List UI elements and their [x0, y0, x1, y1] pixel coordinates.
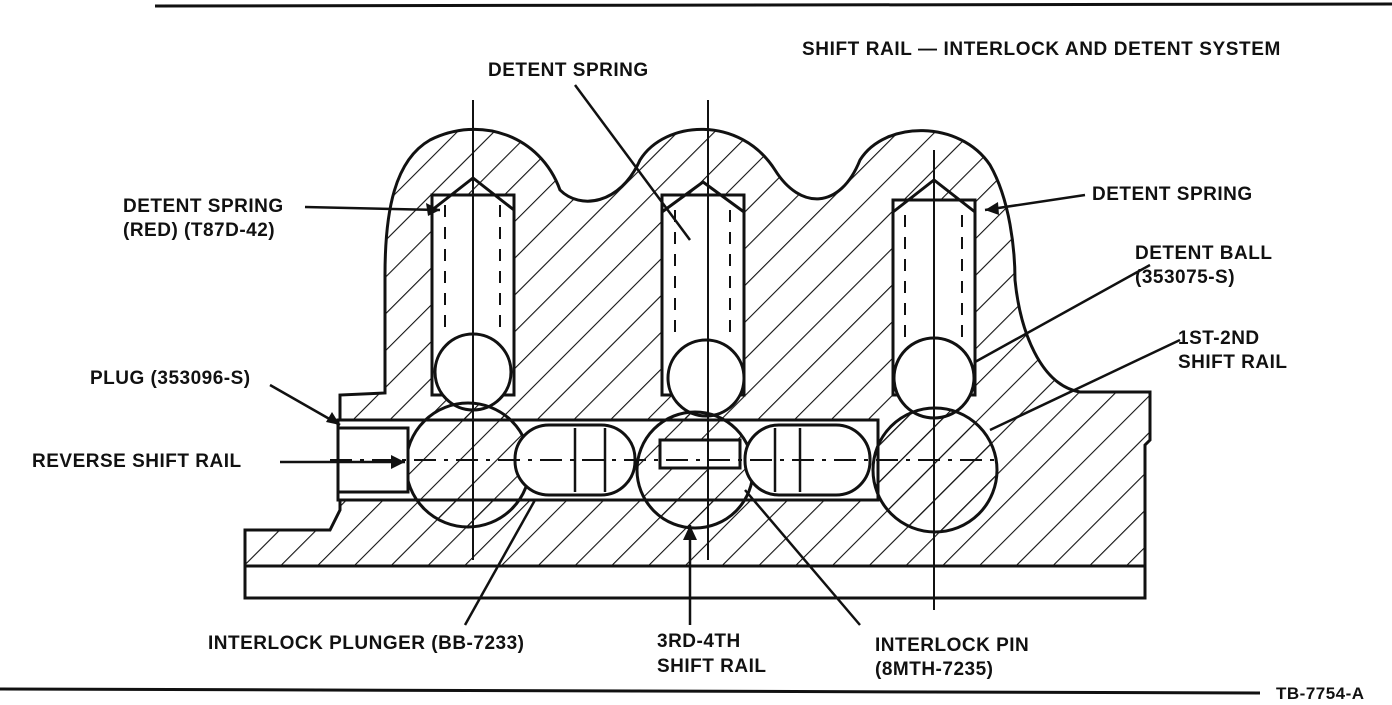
- label-interlock-plunger: INTERLOCK PLUNGER (BB-7233): [208, 633, 525, 654]
- label-3rd-4th-rail-1: 3RD-4TH: [657, 631, 741, 652]
- figure-code: TB-7754-A: [1276, 684, 1365, 703]
- interlock-pin: [658, 438, 742, 470]
- base-plate: [243, 564, 1147, 600]
- bottom-border-line: [0, 687, 1261, 695]
- detent-ball-center: [666, 338, 746, 418]
- label-detent-spring-red-1: DETENT SPRING: [123, 196, 284, 217]
- label-detent-ball-2: (353075-S): [1135, 267, 1236, 288]
- label-detent-spring-red-2: (RED) (T87D-42): [123, 220, 276, 241]
- label-plug: PLUG (353096-S): [90, 368, 251, 389]
- label-reverse-shift-rail: REVERSE SHIFT RAIL: [32, 451, 242, 472]
- label-interlock-pin-2: (8MTH-7235): [875, 659, 994, 680]
- label-3rd-4th-rail-2: SHIFT RAIL: [657, 656, 767, 677]
- third-fourth-rail-section: [635, 410, 755, 530]
- interlock-plunger-left: [513, 423, 637, 497]
- top-border-line: [154, 2, 1392, 8]
- label-detent-spring-right: DETENT SPRING: [1092, 184, 1253, 205]
- arrowheads: [326, 202, 999, 540]
- reverse-shift-rail-section: [404, 401, 532, 529]
- label-interlock-pin-1: INTERLOCK PIN: [875, 635, 1030, 656]
- label-1st-2nd-rail-2: SHIFT RAIL: [1178, 352, 1288, 373]
- centerlines: [330, 100, 1000, 610]
- diagram-title: SHIFT RAIL — INTERLOCK AND DETENT SYSTEM: [802, 39, 1281, 60]
- leader-lines: [269, 84, 1181, 626]
- label-1st-2nd-rail-1: 1ST-2ND: [1178, 328, 1260, 349]
- label-detent-ball-1: DETENT BALL: [1135, 243, 1273, 264]
- label-detent-spring-top: DETENT SPRING: [488, 60, 649, 81]
